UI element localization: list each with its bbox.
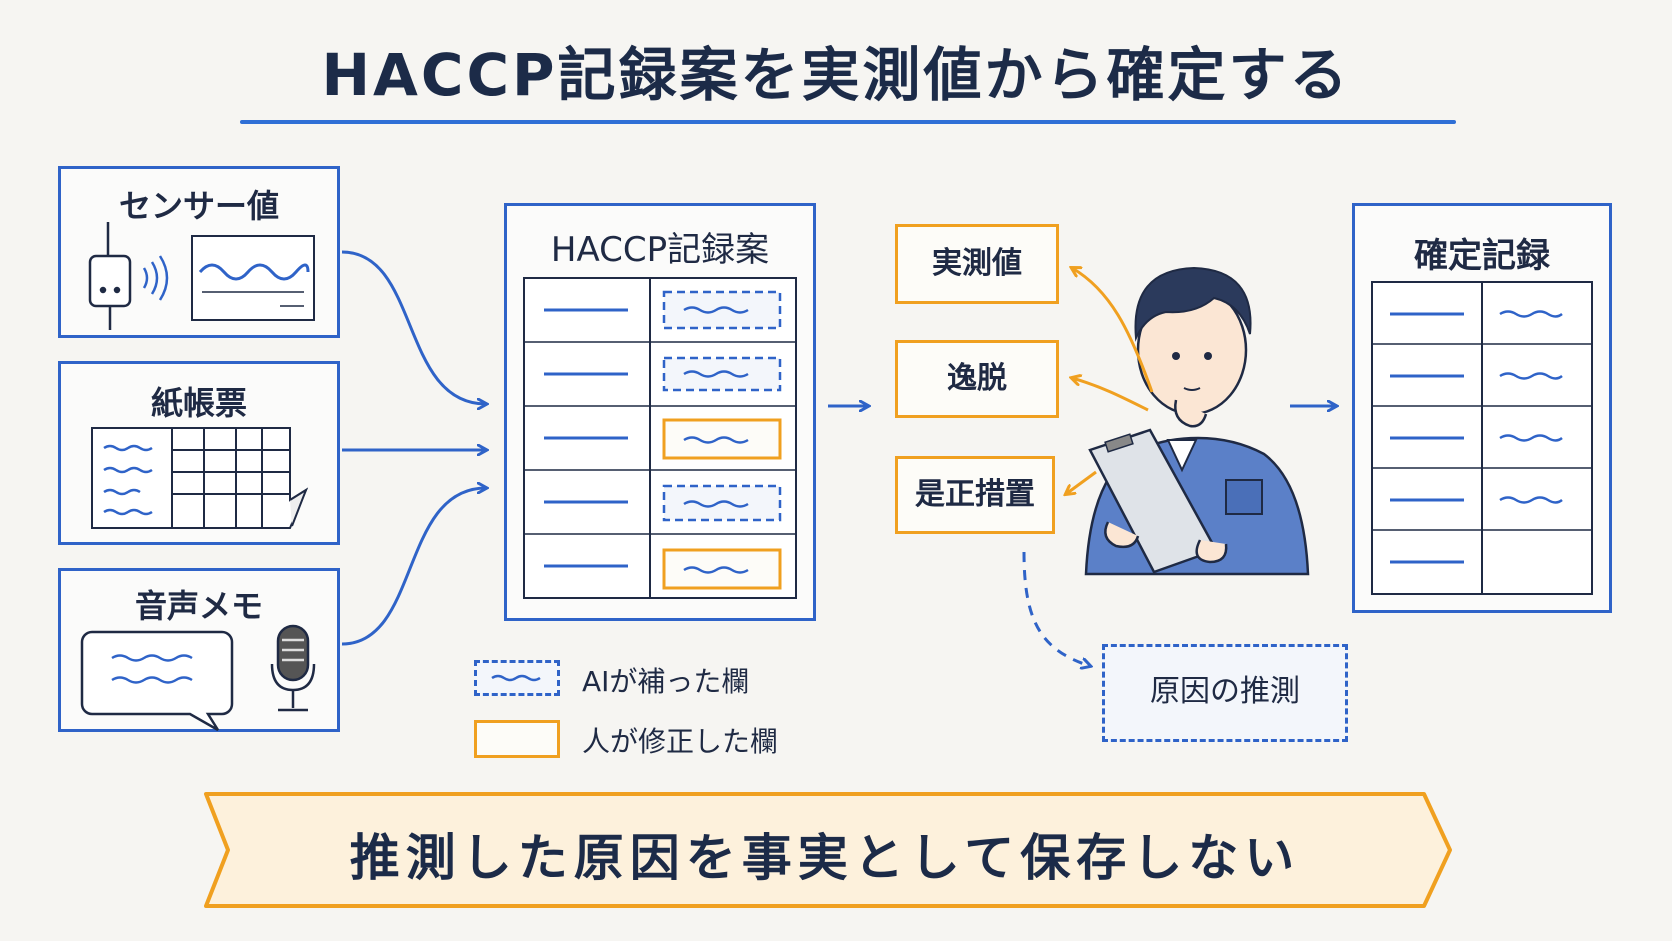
source-voice-label: 音声メモ [134, 587, 263, 625]
arrow-worker-to-corrective [1066, 470, 1097, 494]
final-table [1371, 281, 1593, 595]
warning-banner-text: 推測した原因を事実として保存しない [349, 829, 1301, 887]
check-corrective: 是正措置 [895, 456, 1055, 534]
check-deviation: 逸脱 [895, 340, 1059, 418]
sensor-chart-icon [191, 235, 315, 321]
draft-table [523, 277, 797, 599]
arrow-corrective-to-cause [1022, 551, 1090, 666]
legend-ai-squiggle [491, 674, 541, 682]
arrow-voice-to-draft [341, 488, 486, 646]
page-title: HACCP記録案を実測値から確定する [321, 41, 1351, 109]
legend-ai-label: AIが補った欄 [582, 665, 750, 698]
cause-guess: 原因の推測 [1102, 644, 1348, 742]
legend-ai-swatch [474, 660, 560, 696]
speech-bubble-icon [80, 630, 234, 732]
worker-figure [1084, 266, 1310, 576]
arrow-worker-to-measured [1072, 268, 1154, 393]
paper-form-icon [91, 427, 309, 529]
warning-banner-shape [204, 792, 1452, 908]
sensor-device-icon [88, 222, 169, 330]
arrow-sensor-to-draft [341, 250, 486, 404]
arrow-worker-to-deviation [1072, 378, 1149, 412]
legend-human-label: 人が修正した欄 [582, 725, 779, 758]
final-record-title: 確定記録 [1414, 236, 1550, 276]
legend-human-swatch [474, 720, 560, 758]
check-measured: 実測値 [895, 224, 1059, 304]
source-paper-label: 紙帳票 [150, 384, 247, 422]
draft-record-title: HACCP記録案 [550, 230, 770, 270]
source-sensor-label: センサー値 [118, 187, 279, 225]
microphone-icon [270, 624, 316, 712]
title-underline [240, 120, 1456, 124]
